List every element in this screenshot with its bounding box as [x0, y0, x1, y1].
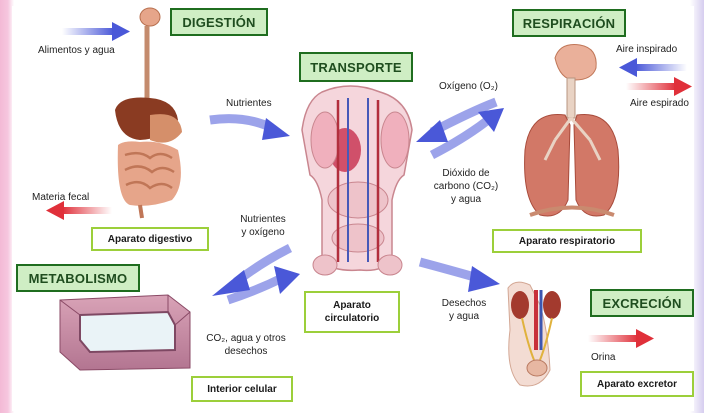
arrow-aire-espirado: [626, 77, 692, 96]
arrow-aire-inspirado: [619, 58, 687, 77]
section-title-excrecion: EXCRECIÓN: [590, 289, 694, 317]
label-aparato-circulatorio-line1: Aparato: [333, 299, 371, 312]
text-orina: Orina: [591, 351, 615, 364]
text-nutrientes-oxigeno-line1: Nutrientes: [228, 213, 298, 226]
arrow-orina: [588, 329, 654, 348]
text-dioxido-line1: Dióxido de: [430, 167, 502, 180]
section-title-respiracion: RESPIRACIÓN: [512, 9, 626, 37]
text-nutrientes: Nutrientes: [226, 97, 272, 110]
label-aparato-excretor: Aparato excretor: [580, 371, 694, 397]
section-title-digestion: DIGESTIÓN: [170, 8, 268, 36]
text-nutrientes-oxigeno-line2: y oxígeno: [228, 226, 298, 239]
text-co2-desechos-line2: desechos: [194, 345, 298, 358]
text-desechos-line1: Desechos: [434, 297, 494, 310]
text-nutrientes-oxigeno: Nutrientes y oxígeno: [228, 213, 298, 239]
text-co2-desechos-line1: CO₂, agua y otros: [194, 332, 298, 345]
arrow-nutrientes: [210, 118, 290, 140]
text-dioxido-carbono: Dióxido de carbono (CO₂) y agua: [430, 167, 502, 206]
text-co2-desechos: CO₂, agua y otros desechos: [194, 332, 298, 358]
digestive-system-illustration: [115, 8, 182, 218]
label-aparato-digestivo: Aparato digestivo: [91, 227, 209, 251]
section-title-transporte: TRANSPORTE: [299, 52, 413, 82]
urinary-system-illustration: [508, 282, 561, 386]
text-oxigeno: Oxígeno (O₂): [439, 80, 498, 93]
arrow-desechos: [420, 262, 500, 292]
text-dioxido-line3: y agua: [430, 193, 502, 206]
cell-tissue-illustration: [60, 295, 190, 370]
text-dioxido-line2: carbono (CO₂): [430, 180, 502, 193]
text-alimentos-agua: Alimentos y agua: [38, 44, 115, 57]
text-aire-espirado: Aire espirado: [630, 97, 689, 110]
label-interior-celular: Interior celular: [191, 376, 293, 402]
label-aparato-circulatorio-line2: circulatorio: [325, 312, 379, 325]
respiratory-system-illustration: [525, 45, 619, 216]
text-materia-fecal: Materia fecal: [32, 191, 89, 204]
label-aparato-circulatorio: Aparato circulatorio: [304, 291, 400, 333]
arrow-alimentos: [62, 22, 130, 41]
label-aparato-respiratorio: Aparato respiratorio: [492, 229, 642, 253]
text-aire-inspirado: Aire inspirado: [616, 43, 677, 56]
text-desechos-line2: y agua: [434, 310, 494, 323]
circulatory-system-illustration: [302, 86, 412, 275]
section-title-metabolismo: METABOLISMO: [16, 264, 140, 292]
text-desechos-agua: Desechos y agua: [434, 297, 494, 323]
